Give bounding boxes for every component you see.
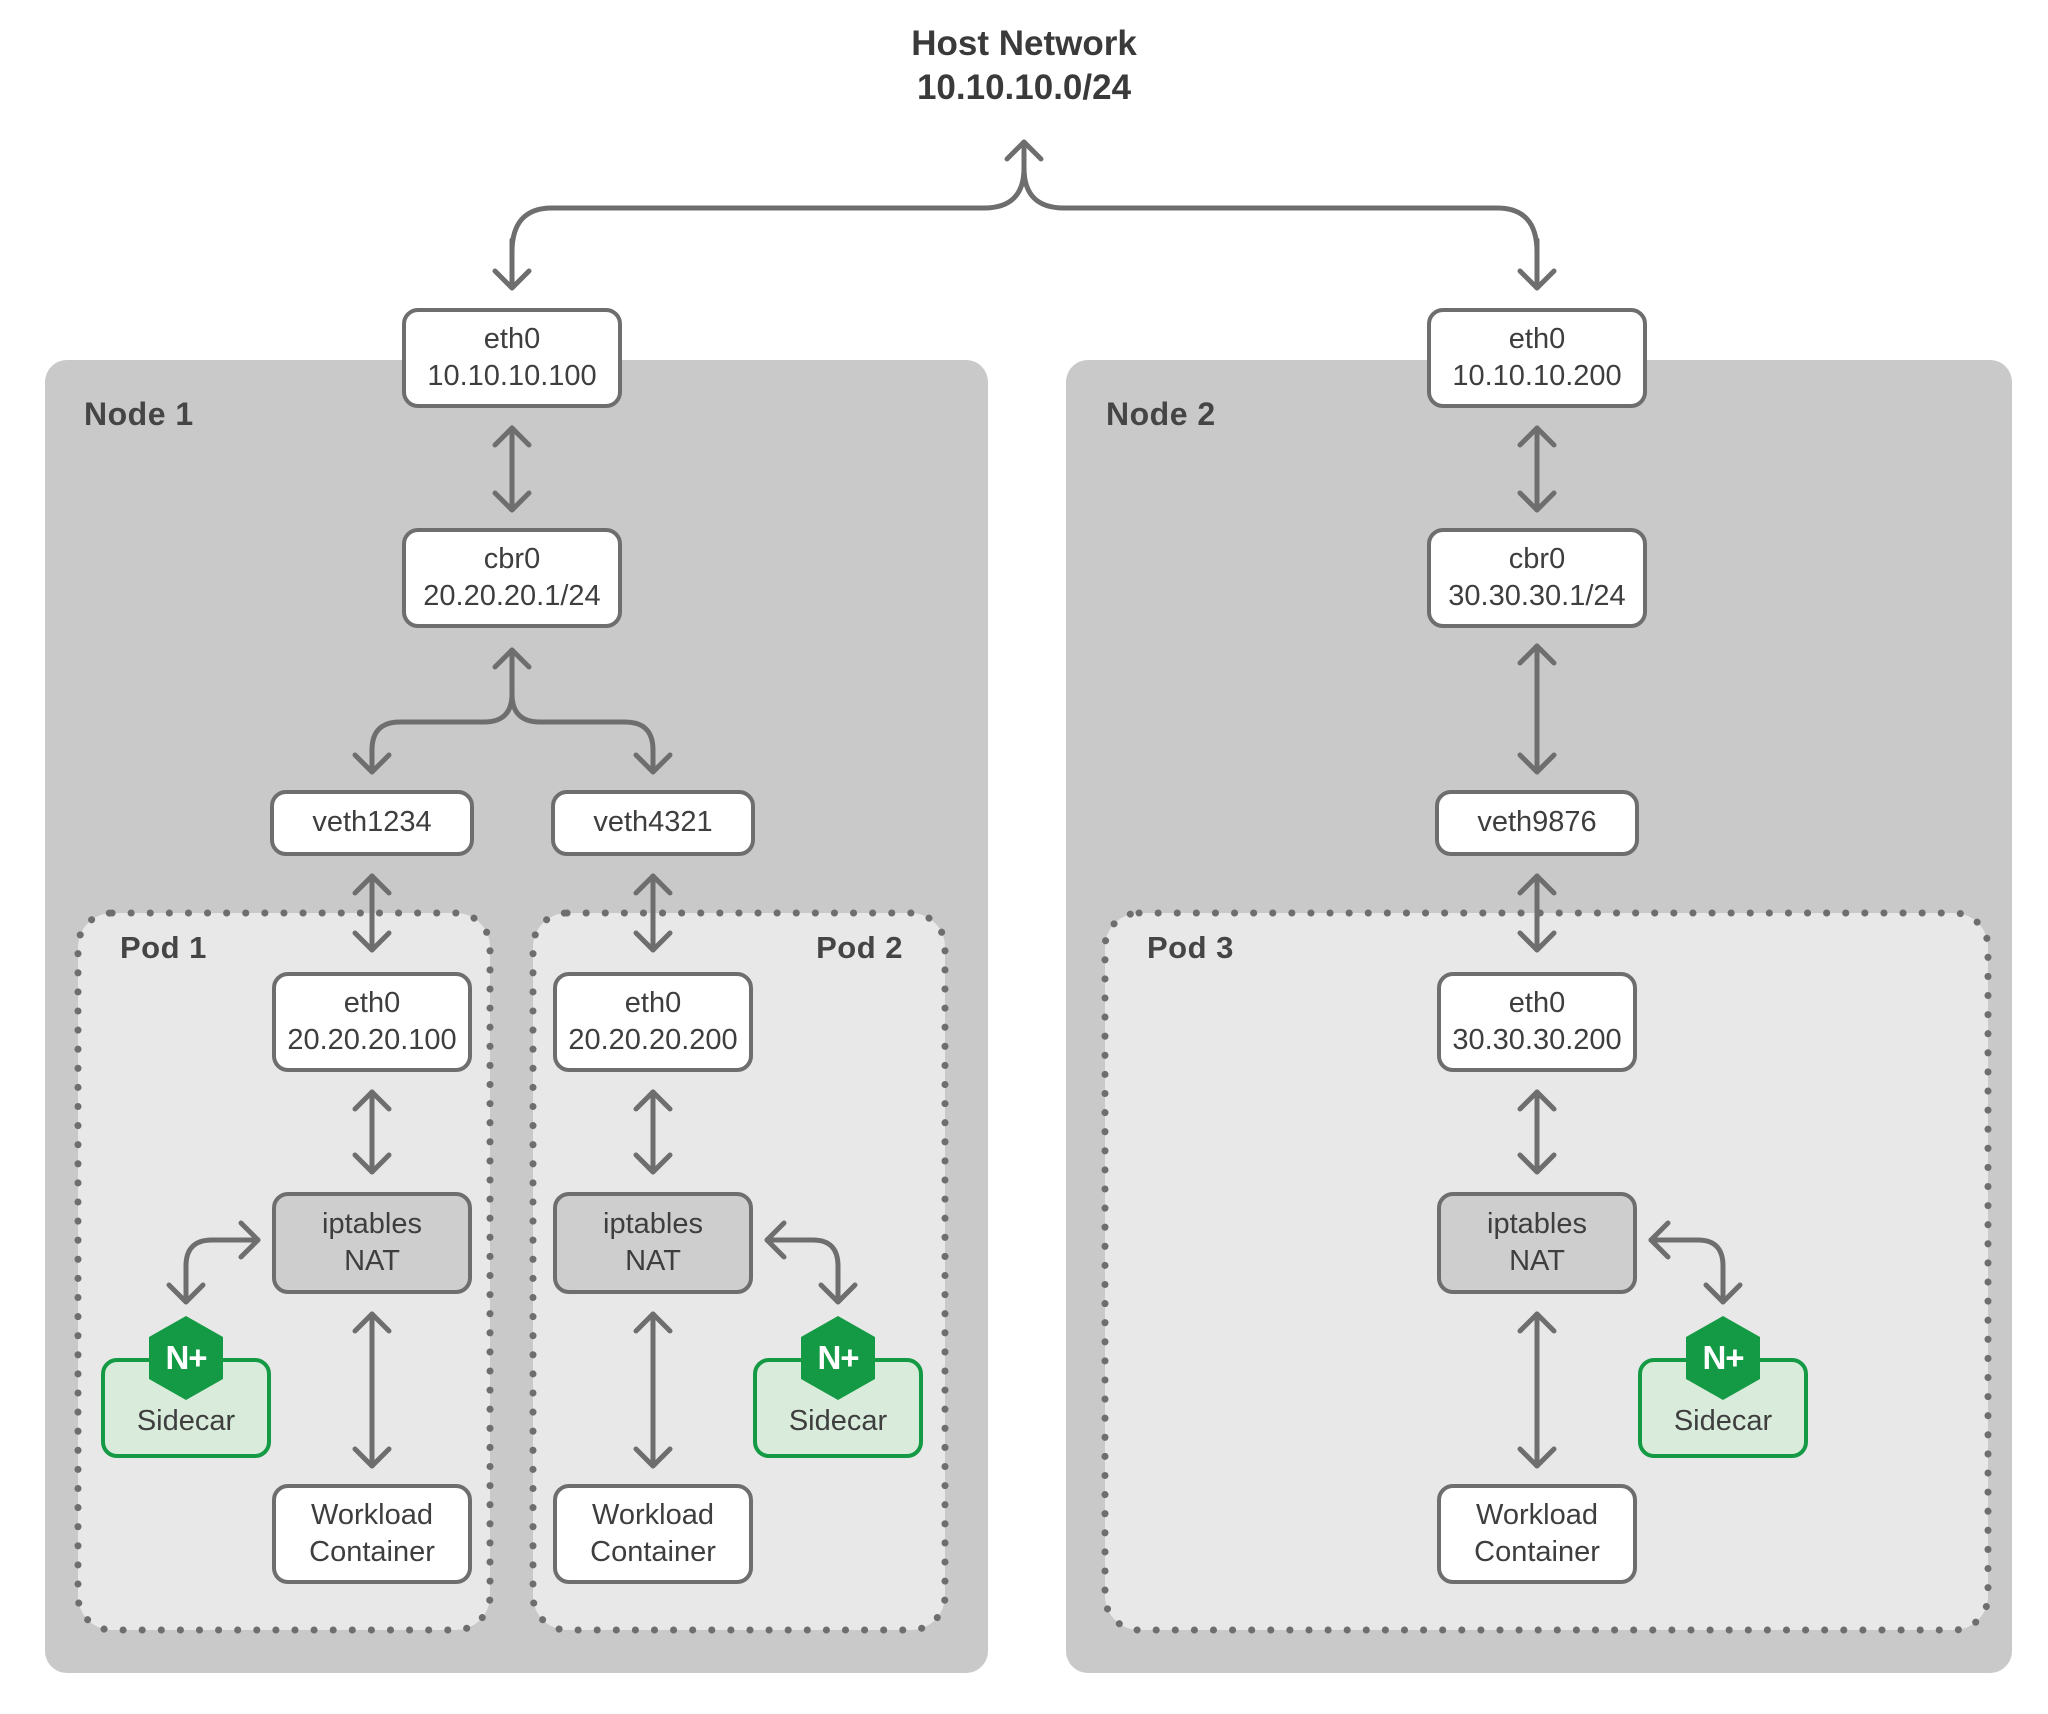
node-1-cbr0-box: cbr0 20.20.20.1/24 — [402, 528, 622, 628]
host-connector-left — [509, 139, 1044, 255]
workload-label: Workload — [1476, 1498, 1598, 1531]
node-1-label: Node 1 — [84, 396, 194, 432]
nat-label: NAT — [625, 1245, 681, 1277]
pod-3-iptables-nat-box: iptables NAT — [1437, 1192, 1637, 1294]
interface-name: eth0 — [1508, 322, 1566, 355]
interface-ip: 10.10.10.100 — [427, 360, 597, 392]
bridge-name: cbr0 — [1508, 542, 1566, 575]
pod-1-workload-container-box: Workload Container — [272, 1484, 472, 1584]
node-2-label: Node 2 — [1106, 396, 1216, 432]
veth-name: veth4321 — [593, 806, 713, 839]
pod-2-iptables-nat-box: iptables NAT — [553, 1192, 753, 1294]
node-1-eth0-box: eth0 10.10.10.100 — [402, 308, 622, 408]
nginx-plus-logo-text: N+ — [817, 1339, 859, 1376]
nginx-plus-logo-text: N+ — [1702, 1339, 1744, 1376]
workload-label: Workload — [592, 1498, 714, 1531]
veth-name: veth1234 — [312, 806, 432, 839]
bridge-ip: 30.30.30.1/24 — [1448, 580, 1626, 612]
workload-label: Workload — [311, 1498, 433, 1531]
nat-label: NAT — [1509, 1245, 1565, 1277]
workload-label: Container — [590, 1536, 716, 1568]
nginx-plus-logo-text: N+ — [165, 1339, 207, 1376]
interface-name: eth0 — [1508, 986, 1566, 1019]
pod-2-eth0-box: eth0 20.20.20.200 — [553, 972, 753, 1072]
bridge-ip: 20.20.20.1/24 — [423, 580, 601, 612]
interface-name: eth0 — [624, 986, 682, 1019]
node-2-eth0-box: eth0 10.10.10.200 — [1427, 308, 1647, 408]
sidecar-label: Sidecar — [1673, 1405, 1773, 1437]
veth1234-box: veth1234 — [270, 790, 474, 856]
nat-label: iptables — [603, 1207, 703, 1240]
host-connector-right — [1021, 165, 1540, 255]
sidecar-label: Sidecar — [788, 1405, 888, 1437]
node-2-cbr0-box: cbr0 30.30.30.1/24 — [1427, 528, 1647, 628]
interface-ip: 20.20.20.100 — [287, 1024, 457, 1056]
nat-label: iptables — [322, 1207, 422, 1240]
pod-3-eth0-box: eth0 30.30.30.200 — [1437, 972, 1637, 1072]
nat-label: iptables — [1487, 1207, 1587, 1240]
pod-3-sidecar-box: Sidecar — [1638, 1358, 1808, 1458]
interface-ip: 30.30.30.200 — [1452, 1024, 1622, 1056]
pod-1-eth0-box: eth0 20.20.20.100 — [272, 972, 472, 1072]
veth-name: veth9876 — [1477, 806, 1597, 839]
host-network-title: Host Network — [911, 24, 1137, 63]
interface-name: eth0 — [343, 986, 401, 1019]
veth9876-box: veth9876 — [1435, 790, 1639, 856]
pod-1-label: Pod 1 — [120, 930, 207, 965]
bridge-name: cbr0 — [483, 542, 541, 575]
interface-name: eth0 — [483, 322, 541, 355]
pod-1-iptables-nat-box: iptables NAT — [272, 1192, 472, 1294]
interface-ip: 20.20.20.200 — [568, 1024, 738, 1056]
host-network-subnet: 10.10.10.0/24 — [916, 68, 1132, 108]
workload-label: Container — [309, 1536, 435, 1568]
diagram-title: Host Network 10.10.10.0/24 — [0, 22, 2048, 110]
pod-3-workload-container-box: Workload Container — [1437, 1484, 1637, 1584]
pod-2-label: Pod 2 — [816, 930, 903, 965]
interface-ip: 10.10.10.200 — [1452, 360, 1622, 392]
nginx-plus-logo-icon: N+ — [1686, 1316, 1760, 1400]
pod-2-workload-container-box: Workload Container — [553, 1484, 753, 1584]
pod-3-label: Pod 3 — [1147, 930, 1234, 965]
nat-label: NAT — [344, 1245, 400, 1277]
veth4321-box: veth4321 — [551, 790, 755, 856]
workload-label: Container — [1474, 1536, 1600, 1568]
sidecar-label: Sidecar — [136, 1405, 236, 1437]
